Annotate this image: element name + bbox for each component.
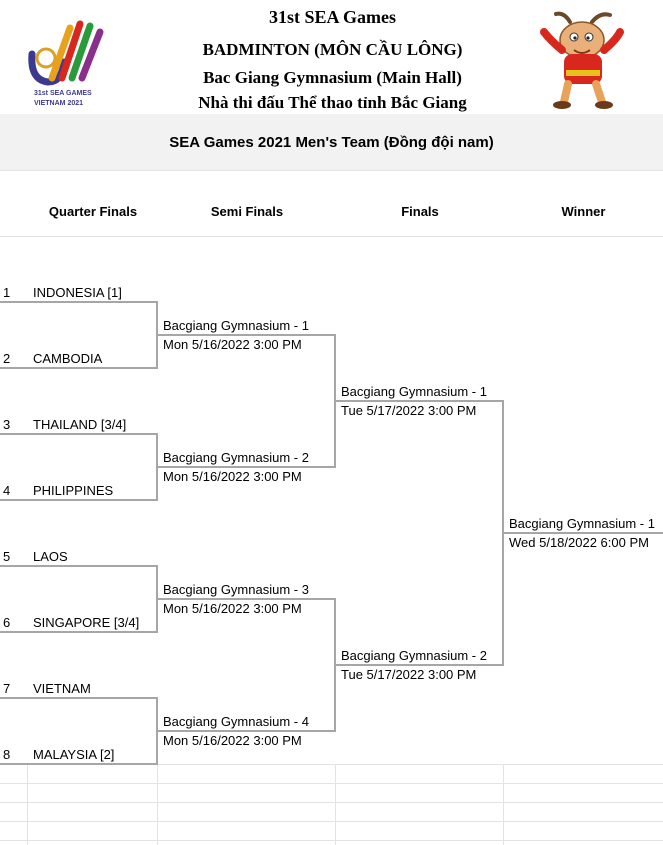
seed-number: 8 — [3, 747, 11, 762]
mascot-image — [530, 10, 635, 112]
logo-graphic-icon — [28, 20, 104, 86]
match-venue: Bacgiang Gymnasium - 1 — [163, 318, 309, 333]
seed-number: 3 — [3, 417, 11, 432]
column-header-semi-finals: Semi Finals — [210, 204, 284, 219]
sport-title: BADMINTON (MÔN CẦU LÔNG) — [202, 40, 463, 59]
team-name: VIETNAM — [33, 681, 91, 696]
team-name: MALAYSIA [2] — [33, 747, 115, 762]
seed-number: 5 — [3, 549, 11, 564]
match-venue: Bacgiang Gymnasium - 4 — [163, 714, 309, 729]
seed-number: 2 — [3, 351, 11, 366]
logo-text-country: VIETNAM 2021 — [34, 100, 84, 107]
seed-number: 4 — [3, 483, 11, 498]
match-time: Mon 5/16/2022 3:00 PM — [163, 733, 302, 748]
goat-mascot-icon — [540, 11, 624, 109]
match-time: Wed 5/18/2022 6:00 PM — [509, 535, 649, 550]
match-time: Tue 5/17/2022 3:00 PM — [341, 403, 477, 418]
column-header-quarter-finals: Quarter Finals — [48, 204, 138, 219]
sea-games-logo: 31st SEA GAMES VIETNAM 2021 — [26, 18, 116, 110]
match-venue: Bacgiang Gymnasium - 1 — [509, 516, 655, 531]
team-name: SINGAPORE [3/4] — [33, 615, 140, 630]
match-time: Tue 5/17/2022 3:00 PM — [341, 667, 477, 682]
match-venue: Bacgiang Gymnasium - 2 — [341, 648, 487, 663]
venue-title-local: Nhà thi đấu Thể thao tỉnh Bắc Giang — [198, 93, 467, 112]
title-banner: SEA Games 2021 Men's Team (Đồng đội nam) — [0, 114, 663, 170]
column-header-finals: Finals — [401, 204, 439, 219]
competition-title: SEA Games 2021 Men's Team (Đồng đội nam) — [169, 134, 494, 151]
team-name: INDONESIA [1] — [33, 285, 122, 300]
logo-text-games: 31st SEA GAMES — [34, 90, 92, 97]
venue-title: Bac Giang Gymnasium (Main Hall) — [203, 68, 462, 87]
match-venue: Bacgiang Gymnasium - 2 — [163, 450, 309, 465]
team-name: PHILIPPINES — [33, 483, 114, 498]
event-title: 31st SEA Games — [268, 7, 396, 27]
team-name: THAILAND [3/4] — [33, 417, 127, 432]
seed-number: 7 — [3, 681, 11, 696]
match-time: Mon 5/16/2022 3:00 PM — [163, 337, 302, 352]
seed-number: 1 — [3, 285, 11, 300]
match-time: Mon 5/16/2022 3:00 PM — [163, 601, 302, 616]
team-name: CAMBODIA — [33, 351, 103, 366]
column-header-winner: Winner — [561, 204, 606, 219]
match-time: Mon 5/16/2022 3:00 PM — [163, 469, 302, 484]
match-venue: Bacgiang Gymnasium - 1 — [341, 384, 487, 399]
match-venue: Bacgiang Gymnasium - 3 — [163, 582, 309, 597]
seed-number: 6 — [3, 615, 11, 630]
team-name: LAOS — [33, 549, 68, 564]
